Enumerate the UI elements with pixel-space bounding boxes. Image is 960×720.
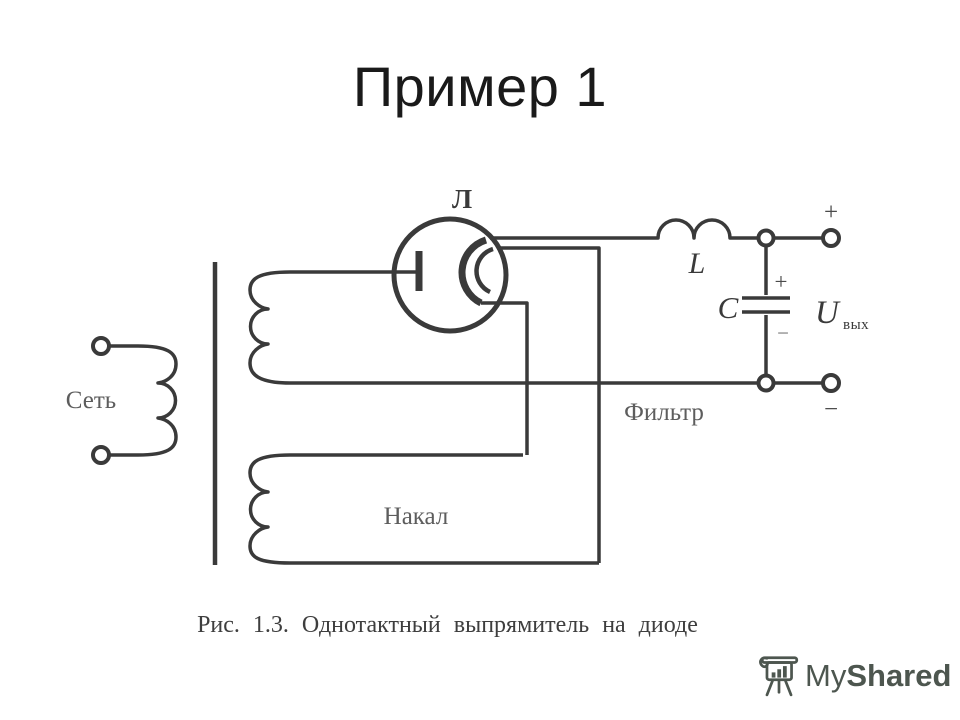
icon-leg-left	[765, 678, 775, 697]
inductor-label: L	[688, 247, 706, 280]
output-voltage-symbol: U	[815, 295, 841, 331]
capacitor-label: C	[718, 290, 739, 325]
cathode-lead-wire	[481, 301, 529, 455]
junction-node-top	[756, 228, 776, 248]
output-minus-sign: −	[824, 396, 838, 423]
brand-text-my: My	[805, 657, 847, 693]
filter-choke: L	[490, 218, 758, 280]
primary-winding	[109, 344, 178, 457]
choke-wire	[490, 218, 758, 240]
filament-winding	[248, 453, 599, 565]
anode-winding-and-rail	[248, 270, 758, 385]
vacuum-tube-diode: Л	[391, 184, 509, 334]
figure-caption: Рис. 1.3. Однотактный выпрямитель на дио…	[197, 612, 698, 638]
myshared-watermark: MyShared	[758, 652, 951, 698]
output-voltage-subscript: вых	[843, 317, 869, 333]
cathode-arc-inner	[474, 246, 494, 295]
capacitor-minus-sign: −	[777, 321, 789, 345]
output-terminal-plus	[821, 228, 841, 248]
tube-envelope	[391, 216, 509, 334]
slide-title: Пример 1	[352, 55, 608, 118]
icon-chart-bar-2	[777, 669, 782, 678]
mains-input: Сеть	[66, 336, 178, 465]
icon-chart-bar-3	[782, 666, 787, 678]
capacitor-plus-sign: +	[775, 269, 788, 294]
mains-terminal-bottom	[91, 445, 111, 465]
myshared-flipchart-icon	[759, 656, 799, 697]
filter-label: Фильтр	[624, 399, 704, 426]
myshared-brand-text: MyShared	[805, 660, 951, 691]
filter-capacitor: C + −	[718, 246, 790, 375]
cathode-return-wire	[497, 246, 601, 563]
output-plus-sign: +	[824, 199, 838, 226]
tube-label: Л	[452, 184, 472, 214]
brand-text-shared: Shared	[846, 657, 952, 693]
mains-label: Сеть	[66, 387, 116, 414]
output-section: + − U вых	[756, 199, 869, 423]
output-terminal-minus	[821, 373, 841, 393]
cathode-arc-outer	[458, 236, 488, 307]
icon-leg-right	[783, 678, 793, 697]
mains-terminal-top	[91, 336, 111, 356]
filament-label: Накал	[384, 503, 449, 530]
junction-node-bottom	[756, 373, 776, 393]
icon-chart-bar-1	[771, 672, 776, 678]
